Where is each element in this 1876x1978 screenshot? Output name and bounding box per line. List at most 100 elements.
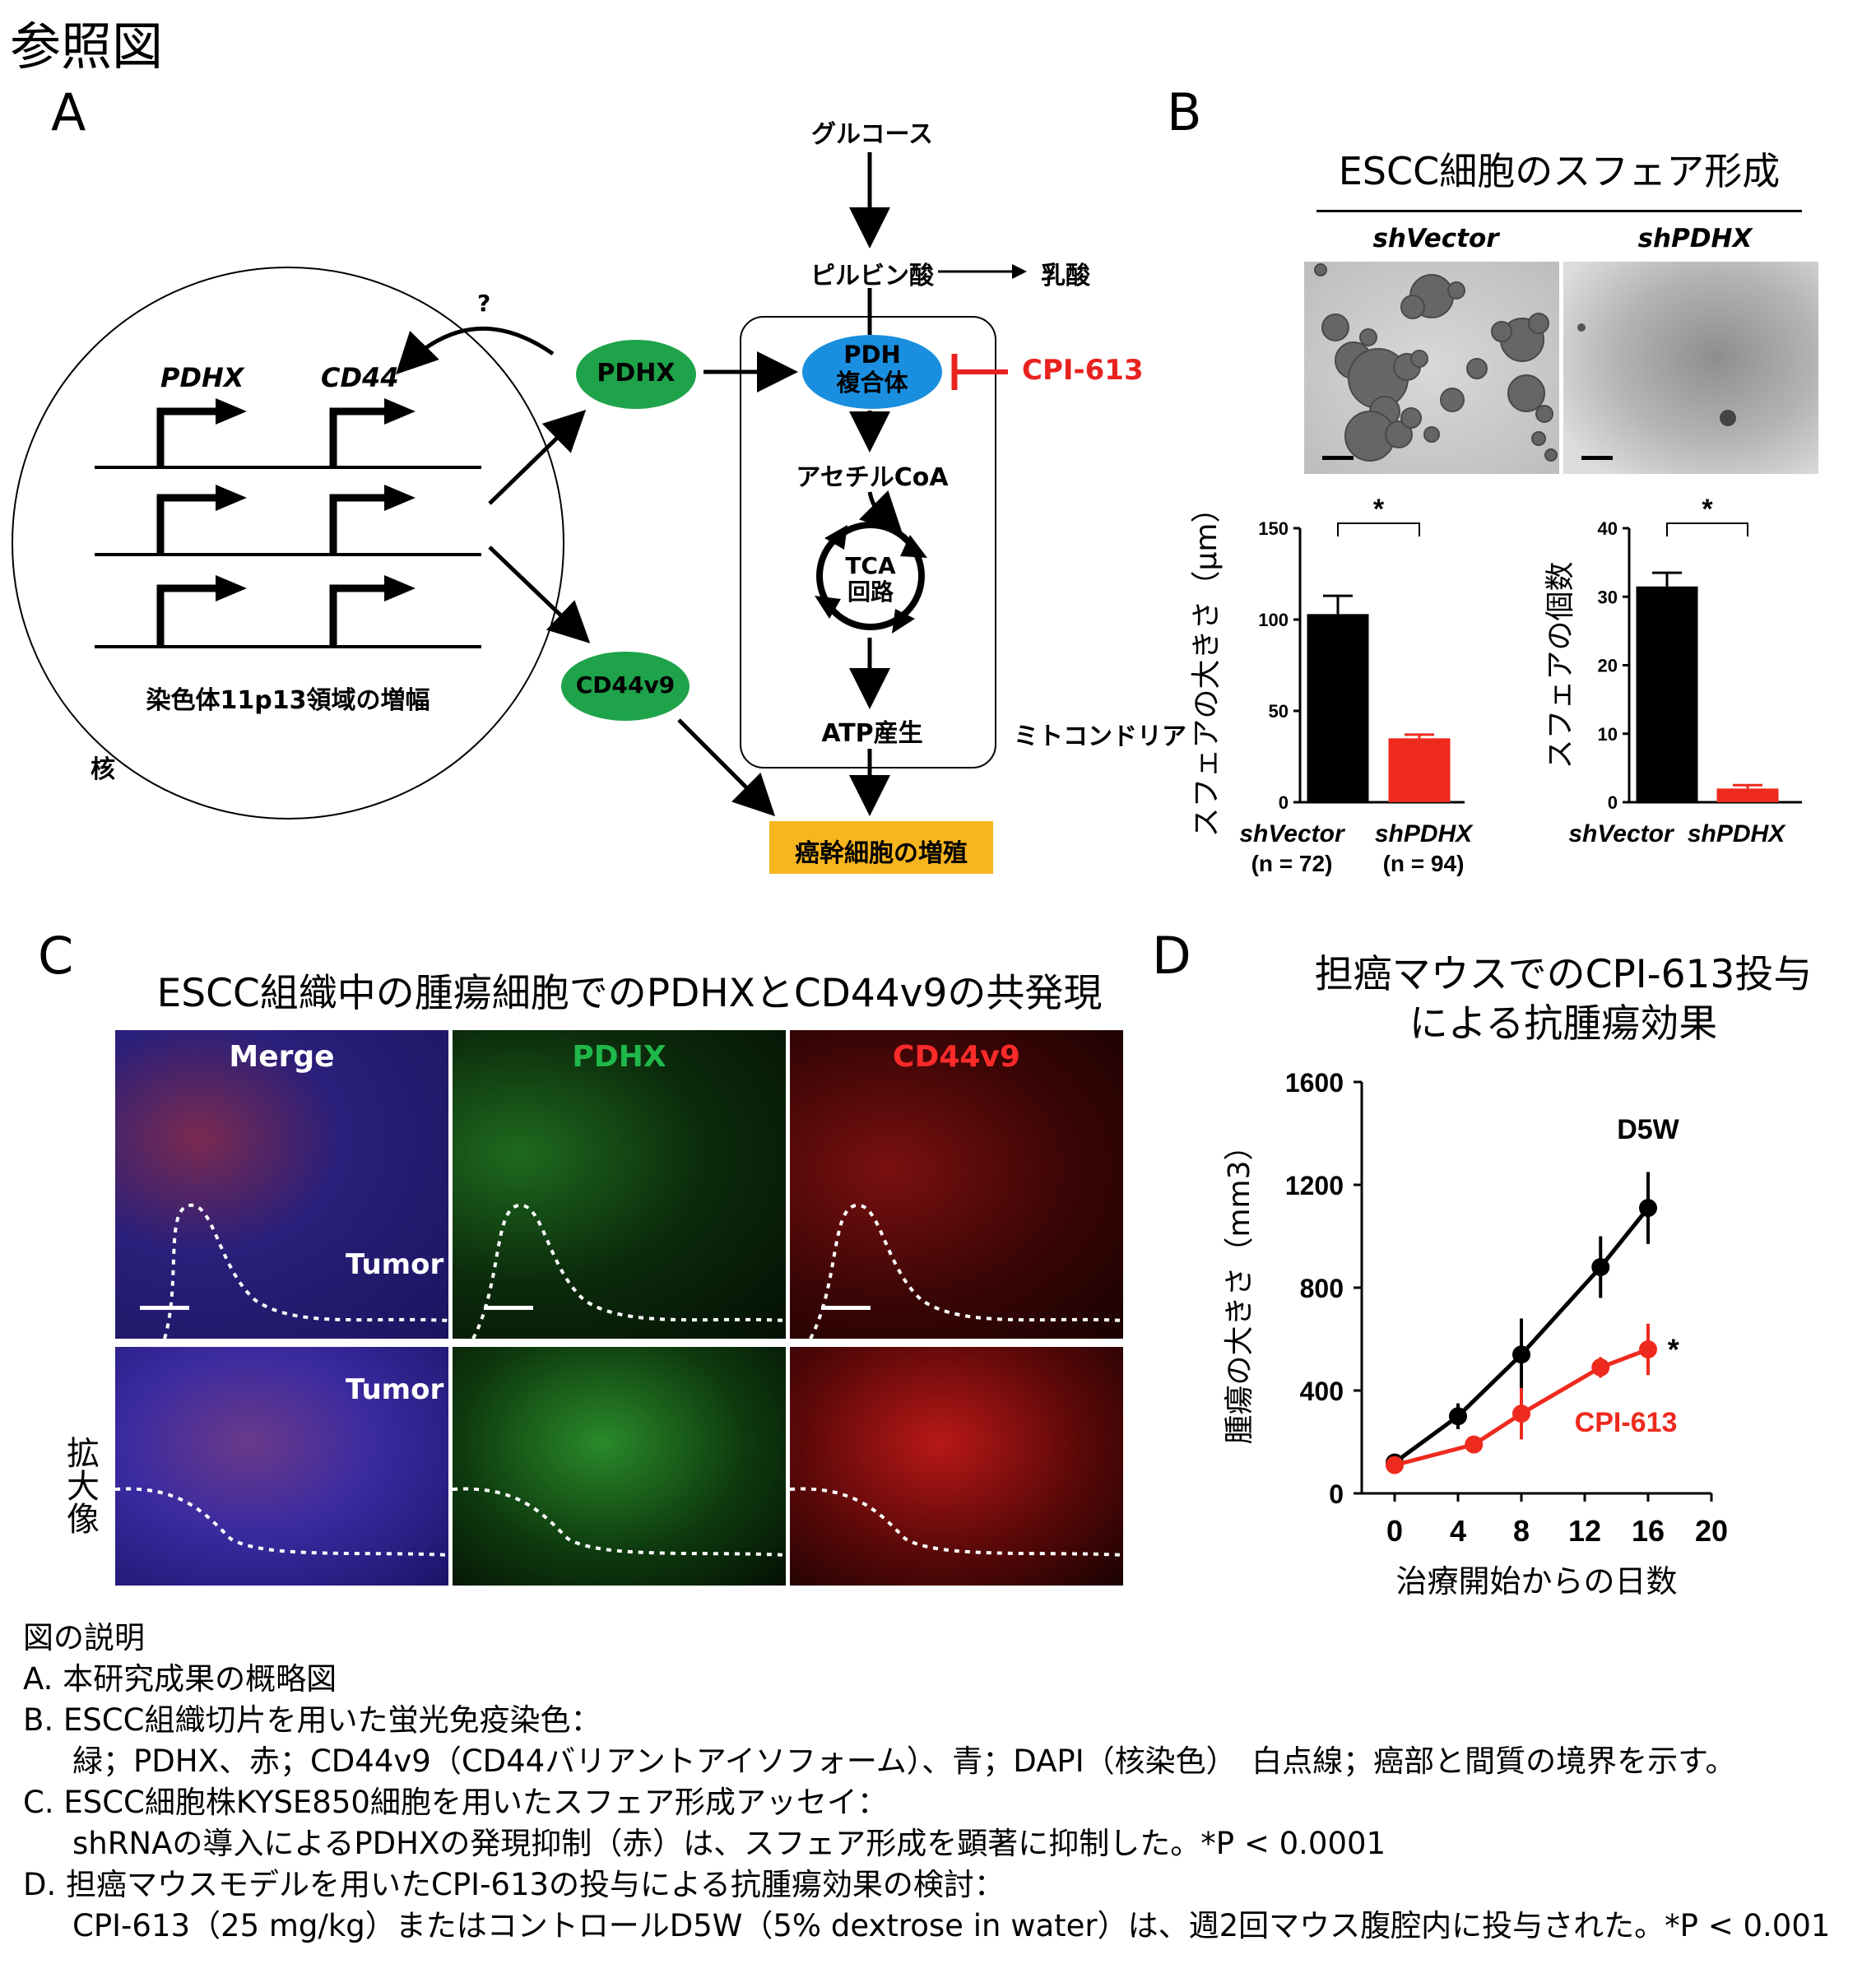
y-tick-label: 1200 [1285, 1171, 1344, 1200]
label-tumor: Tumor [346, 1248, 444, 1281]
panel-b-title-rule [1316, 210, 1802, 212]
bar [1716, 788, 1779, 802]
tca-cycle [816, 522, 925, 630]
significance-bracket [1666, 522, 1748, 536]
label-tumor-zoom: Tumor [346, 1373, 444, 1406]
arrow-cd44v9-outcome [677, 718, 776, 817]
promoter-arrows [156, 407, 387, 647]
y-tick-label: 40 [1598, 518, 1618, 539]
y-tick-label: 0 [1279, 792, 1289, 813]
img-label-shvector: shVector [1372, 224, 1499, 253]
tca-line1: TCA [845, 552, 896, 579]
feedback-arrow [395, 326, 555, 375]
y-tick-label: 20 [1598, 656, 1618, 676]
y-tick-label: 400 [1300, 1377, 1344, 1406]
figure-caption: 図の説明 A. 本研究成果の概略図 B. ESCC組織切片を用いた蛍光免疫染色：… [23, 1618, 1830, 1947]
data-point [1639, 1199, 1657, 1218]
y-tick-label: 150 [1258, 518, 1289, 539]
page-title: 参照図 [10, 16, 164, 77]
label-pdhx: PDHX [572, 1040, 666, 1074]
bar [1388, 738, 1451, 802]
panel-c-title: ESCC組織中の腫瘍細胞でのPDHXとCD44v9の共発現 [156, 971, 1103, 1016]
tca-arrowheads [815, 525, 927, 634]
y-tick-label: 1600 [1285, 1068, 1344, 1098]
y-tick-label: 0 [1329, 1479, 1344, 1509]
chromosome-label: 染色体11p13領域の増幅 [146, 686, 430, 715]
caption-c: C. ESCC細胞株KYSE850細胞を用いたスフェア形成アッセイ： [23, 1785, 888, 1820]
significance-star: * [1702, 494, 1713, 525]
significance-star: * [1668, 1333, 1679, 1367]
series-label-cpi613: CPI-613 [1575, 1407, 1678, 1438]
caption-d-detail: CPI-613（25 mg/kg）またはコントロールD5W（5% dextros… [72, 1908, 1831, 1943]
data-point [1512, 1345, 1530, 1364]
caption-d: D. 担癌マウスモデルを用いたCPI-613の投与による抗腫瘍効果の検討： [23, 1867, 1005, 1902]
gene-cd44-label: CD44 [321, 362, 399, 393]
arrow-to-pdhx [488, 410, 587, 505]
data-point [1465, 1435, 1484, 1454]
caption-b-detail: 緑；PDHX、赤；CD44v9（CD44バリアントアイソフォーム）、青；DAPI… [72, 1744, 1736, 1779]
caption-a: A. 本研究成果の概略図 [23, 1661, 337, 1697]
x-tick-label: 0 [1386, 1514, 1403, 1548]
micrograph-merge: Merge Tumor [115, 1030, 448, 1339]
bar [1307, 614, 1369, 802]
zoom-label: 拡大像 [61, 1436, 99, 1535]
y-tick-label: 0 [1608, 792, 1618, 813]
category-note: (n = 94) [1383, 851, 1465, 876]
label-merge: Merge [229, 1040, 335, 1074]
sphere-image-shvector [1304, 262, 1559, 474]
caption-heading: 図の説明 [23, 1620, 145, 1655]
pdh-complex-node [802, 335, 942, 409]
data-point [1386, 1456, 1404, 1474]
promoter-arrowheads [216, 398, 416, 601]
y-tick-label: 100 [1258, 610, 1289, 630]
arrow-to-cd44v9 [488, 546, 591, 643]
significance-bracket [1337, 522, 1420, 536]
pdh-complex-label: PDH 複合体 [802, 341, 942, 397]
category-note: (n = 72) [1251, 851, 1333, 876]
data-point [1639, 1340, 1657, 1358]
micrograph-cd44v9-zoom [790, 1347, 1123, 1586]
micrograph-pdhx-zoom [453, 1347, 786, 1586]
gene-pdhx-label: PDHX [160, 362, 244, 393]
acetylcoa-label: アセチルCoA [796, 463, 949, 492]
caption-b: B. ESCC組織切片を用いた蛍光免疫染色： [23, 1702, 601, 1738]
nucleus-circle [12, 267, 564, 820]
data-point [1512, 1405, 1530, 1423]
panel-d-title-line1: 担癌マウスでのCPI-613投与 [1314, 952, 1813, 997]
x-tick-label: 16 [1632, 1514, 1665, 1548]
x-tick-label: 4 [1450, 1514, 1466, 1548]
data-point [1591, 1258, 1610, 1276]
y-tick-label: 50 [1269, 701, 1289, 722]
x-tick-label: 12 [1568, 1514, 1601, 1548]
arrow-acetylcoa-tca [859, 490, 903, 535]
panel-b-title: ESCC細胞のスフェア形成 [1338, 149, 1781, 193]
cd44v9-node-label: CD44v9 [575, 671, 676, 699]
category-label: shPDHX [1688, 820, 1786, 847]
x-tick-label: 8 [1513, 1514, 1530, 1548]
scale-bar [140, 1306, 189, 1310]
panel-d-title-line2: による抗腫瘍効果 [1409, 1001, 1718, 1047]
y-axis-label: スフェアの個数 [1544, 561, 1577, 768]
mitochondria-label: ミトコンドリア [1014, 722, 1186, 751]
cd44v9-node [561, 652, 690, 721]
cpi613-label: CPI-613 [1022, 354, 1144, 387]
pdh-line1: PDH [843, 341, 901, 369]
series-label-d5w: D5W [1617, 1114, 1679, 1145]
x-axis-label: 治療開始からの日数 [1395, 1563, 1677, 1600]
pyruvate-label: ピルビン酸 [810, 262, 934, 290]
panel-c-letter: C [38, 926, 74, 986]
glucose-label: グルコース [811, 120, 933, 149]
question-mark: ? [477, 290, 491, 317]
panel-d-title: 担癌マウスでのCPI-613投与 による抗腫瘍効果 [1284, 950, 1843, 1049]
significance-star: * [1373, 494, 1385, 525]
pdhx-node [576, 340, 696, 409]
category-label: shPDHX [1375, 820, 1474, 847]
outcome-label: 癌幹細胞の増殖 [795, 839, 968, 868]
data-point [1591, 1358, 1610, 1377]
y-tick-label: 800 [1300, 1274, 1344, 1303]
data-point [1449, 1407, 1467, 1426]
